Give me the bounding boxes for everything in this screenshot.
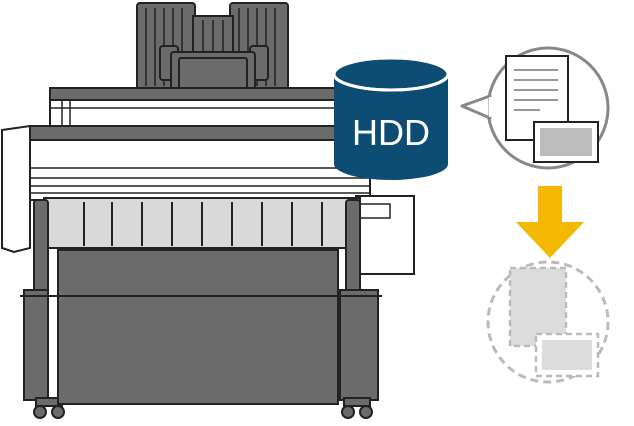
hdd-label: HDD <box>352 112 430 153</box>
document-sheet-icon <box>533 121 599 163</box>
stored-documents <box>486 260 610 384</box>
printer-stand <box>20 199 382 419</box>
roll-paper-unit <box>43 197 361 249</box>
output-basket <box>57 249 339 405</box>
down-arrow-icon <box>516 186 584 258</box>
printer-left-side <box>0 124 31 254</box>
document-bubble <box>460 46 610 170</box>
printer <box>0 2 415 419</box>
hdd-icon: HDD <box>332 56 450 180</box>
printer-right-side <box>355 195 415 275</box>
control-panel <box>159 45 269 97</box>
printer-main-body <box>29 139 371 201</box>
printer-top-cover <box>29 87 371 141</box>
